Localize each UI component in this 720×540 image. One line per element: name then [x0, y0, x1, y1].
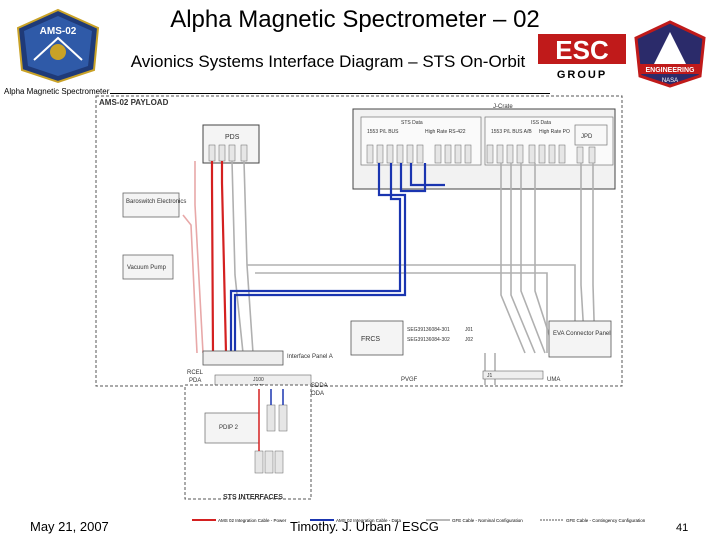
payload-label: AMS-02 PAYLOAD: [99, 98, 169, 107]
sdda-label: SDDA: [311, 383, 328, 389]
j-crate-label: J-Crate: [493, 104, 513, 110]
bus-label-1: 1553 P/L BUS: [367, 129, 399, 135]
payload-boundary: [95, 95, 623, 387]
legend-label-power: AMS 02 Integration Cable - Power: [218, 518, 287, 523]
rcel-label: RCEL: [187, 370, 204, 376]
logo-badge-sub-text: NASA: [662, 78, 678, 84]
gfe-pink-cables: [182, 161, 204, 354]
j100-label: J100: [253, 377, 264, 383]
footer-date: May 21, 2007: [30, 519, 109, 534]
logo-badge-text: ENGINEERING: [645, 67, 695, 74]
uma-label: UMA: [547, 377, 560, 383]
pvgf-label: PVGF: [401, 377, 418, 383]
baroswitch-label: Baroswitch Electronics: [126, 199, 186, 205]
legend-label-gfe-contingency: GFE Cable - Contingency Configuration: [566, 518, 646, 523]
vacuum-pump-label: Vacuum Pump: [127, 265, 167, 271]
page-subtitle: Avionics Systems Interface Diagram – STS…: [130, 52, 526, 71]
avionics-interface-diagram: AMS-02 PAYLOAD J-Crate STS Data ISS Data…: [95, 95, 623, 501]
cable-legend: AMS 02 Integration Cable - Power AMS 02 …: [190, 511, 660, 523]
logo-group-text: GROUP: [557, 69, 607, 81]
frcs-label: FRCS: [361, 336, 380, 343]
data-cables: [229, 163, 445, 353]
esc-group-logo: ESC GROUP: [536, 32, 630, 82]
ams-02-mission-logo: AMS-02: [14, 8, 102, 84]
frcs-j01-label: J01: [465, 327, 473, 333]
engineering-badge-logo: ENGINEERING NASA: [632, 20, 708, 88]
bus-label-4: High Rate PO: [539, 129, 570, 135]
interface-panel-label: Interface Panel A: [287, 354, 333, 360]
uma-connector: [482, 370, 544, 380]
header-small-label: Alpha Magnetic Spectrometer: [4, 87, 110, 96]
iss-data-label: ISS Data: [531, 120, 551, 126]
legend-label-gfe-nominal: GFE Cable - Nominal Configuration: [452, 518, 523, 523]
j1-label: J1: [487, 373, 493, 379]
gfe-nominal-cables: [231, 160, 596, 385]
bus-label-2: High Rate RS-422: [425, 129, 466, 135]
pds-label: PDS: [225, 134, 240, 141]
pdip-box: [204, 412, 260, 444]
eva-connector-panel-box: [548, 320, 612, 358]
frcs-box: [350, 320, 404, 356]
pdip-label: PDIP 2: [219, 425, 239, 431]
power-cables: [210, 161, 228, 354]
oda-label: ODA: [311, 391, 324, 397]
legend-label-data: AMS 02 Integration Cable - Data: [336, 518, 402, 523]
page-title: Alpha Magnetic Spectrometer – 02: [170, 6, 540, 33]
eva-label: EVA Connector Panel: [553, 331, 611, 337]
jpd-label: JPD: [581, 134, 593, 140]
sts-connectors: [254, 404, 288, 474]
page-number: 41: [676, 522, 689, 534]
cable-b-label: SEG39136084-302: [407, 337, 450, 343]
jpd-box: [574, 124, 608, 146]
header-divider: [110, 93, 550, 94]
frcs-j02-label: J02: [465, 337, 473, 343]
footer-author: Timothy. J. Urban / ESCG: [290, 519, 439, 534]
j-crate-connectors: [366, 144, 596, 164]
logo-left-text: AMS-02: [40, 26, 77, 37]
baroswitch-box: [122, 192, 180, 218]
sts-interfaces-label: STS INTERFACES: [223, 494, 283, 501]
pda-label: PDA: [189, 378, 201, 384]
vacuum-pump-box: [122, 254, 174, 280]
bus-label-3: 1553 P/L BUS A/B: [491, 129, 532, 135]
logo-esc-text: ESC: [555, 35, 609, 65]
sts-data-label: STS Data: [401, 120, 423, 126]
interface-panel-a: [202, 350, 284, 366]
cable-a-label: SEG39136084-301: [407, 327, 450, 333]
sts-data-cables: [270, 389, 284, 405]
